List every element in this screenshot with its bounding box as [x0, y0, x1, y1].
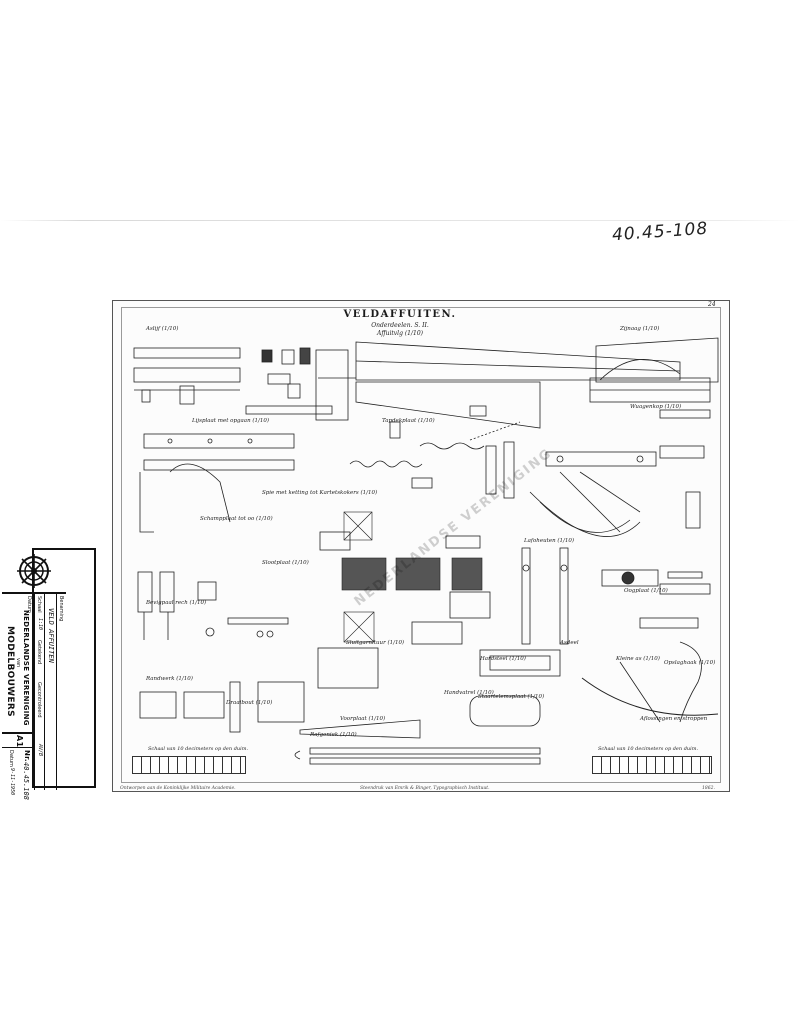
footer-center: Steendruk van Emrik & Binger, Typographi…	[360, 786, 490, 791]
ship-wheel-icon	[17, 554, 51, 588]
nr-value: 40.45.108	[22, 762, 30, 800]
scale-bar-left	[132, 756, 246, 774]
handwritten-archive-number: 40.45-108	[611, 218, 709, 246]
label-kleine-as: Kleine as (1/10)	[616, 656, 660, 662]
plate-title: VELDAFFUITEN.	[343, 309, 457, 320]
nr-label: Nr.	[23, 750, 31, 762]
plate-subtitle: Onderdeelen. S. II.	[371, 322, 429, 329]
trail-beam-side	[355, 381, 541, 429]
label-zijnaag: Zijnaag (1/10)	[620, 326, 660, 332]
date-value: 9-11-1950	[9, 768, 15, 796]
scale-caption-right: Schaal van 10 decimeters op den duim.	[598, 746, 699, 752]
vertical-rod-1	[521, 547, 531, 645]
label-rafgeniek: Rafgeniek (1/10)	[310, 732, 357, 738]
label-oogplaat: Oogplaat (1/10)	[624, 588, 668, 594]
handle-frame	[479, 649, 561, 677]
axle-sleeve-side	[133, 367, 241, 383]
drawing-name: VELD AFFUITEN	[47, 608, 55, 663]
org-line-1: NEDERLANDSE VERENIGING	[22, 610, 30, 726]
long-bar-2	[309, 757, 541, 765]
plate-subtitle-2: Affuitvlg (1/10)	[377, 330, 423, 337]
plate-number: 24	[708, 301, 716, 308]
label-opslaghaak: Opslaghaak (1/10)	[664, 660, 716, 666]
label-aflossingen: Aflossingen en stroppen	[640, 716, 708, 722]
hatched-block-1	[343, 511, 373, 541]
label-lafoheuten: Lafoheuten (1/10)	[524, 538, 575, 544]
label-lijsplaat: Lijsplaat met opgaan (1/10)	[192, 418, 270, 424]
label-wuagenkop: Wuagenkop (1/10)	[630, 404, 682, 410]
row-fields: Schaal 1:10 Getekend Gecontroleerd AV/B	[34, 594, 44, 790]
date-label: Datum	[8, 750, 14, 767]
sheet-inner-border	[121, 307, 721, 783]
footer-left: Ontworpen aan de Koninklijke Militaire A…	[120, 786, 236, 791]
scale-caption-left: Schaal van 10 decimeters op den duim.	[148, 746, 249, 752]
label-voorplaat: Voorplaat (1/10)	[340, 716, 386, 722]
size-value: A1	[15, 735, 24, 748]
value-extra: AV/B	[37, 744, 43, 757]
benaming-label: Benaming	[58, 596, 64, 622]
chain	[349, 460, 423, 468]
footer-right: 1862.	[702, 786, 715, 791]
org-line-2: van	[15, 658, 21, 668]
field-gecontroleerd: Gecontroleerd	[36, 682, 42, 718]
row-org: Datum NEDERLANDSE VERENIGING van MODELBO…	[2, 594, 34, 800]
label-sluitgarnituur: Sluitgarnituur (1/10)	[346, 640, 405, 646]
label-handvatrel: Handvatrel (1/10)	[444, 690, 494, 696]
label-slootplaat: Slootplaat (1/10)	[262, 560, 309, 566]
label-bevigpaal: Bevigpaal rech (1/10)	[146, 600, 207, 606]
label-staartelemsplaat: Staartelemsplaat (1/10)	[478, 694, 545, 700]
arc-opslaghaak	[581, 677, 719, 716]
org-box: Datum NEDERLANDSE VERENIGING van MODELBO…	[2, 594, 34, 734]
scan-edge-line	[0, 220, 800, 221]
label-aslijf: Aslijf (1/10)	[146, 326, 179, 332]
title-block-stamp: Benaming VELD AFFUITEN Schaal 1:10 Getek…	[2, 548, 96, 800]
long-bar-1	[309, 747, 541, 755]
value-schaal: 1:10	[37, 618, 43, 631]
title-block-content: Benaming VELD AFFUITEN Schaal 1:10 Getek…	[2, 550, 66, 800]
label-randwerk: Randwerk (1/10)	[146, 676, 193, 682]
field-getekend: Getekend	[36, 640, 42, 665]
label-hardsteel: Hardsteel (1/10)	[480, 656, 526, 662]
label-tapdekplaat: Tapdekplaat (1/10)	[382, 418, 435, 424]
trail-beam-top	[355, 341, 681, 381]
carriage-side	[595, 337, 719, 383]
label-spie-ketting: Spie met ketting tot Kartetskokers (1/10…	[262, 490, 378, 496]
bolt-assembly	[317, 647, 379, 689]
arc-lafoheuten	[529, 491, 641, 537]
label-draaibout: Draaibout (1/10)	[226, 700, 273, 706]
label-asdeel: Asdeel	[560, 640, 579, 646]
lijsplaat	[143, 433, 295, 449]
hatched-block-2	[343, 611, 375, 643]
row-name: VELD AFFUITEN	[44, 594, 56, 790]
vertical-rod-2	[559, 547, 569, 645]
ship-wheel-logo	[2, 550, 66, 594]
axle-sleeve-top	[133, 347, 241, 359]
nr-box: Nr. 40.45.108 Datum 9-11-1950	[2, 748, 34, 800]
label-schampplaat: Schampplaat tot oo (1/10)	[200, 516, 273, 522]
technical-drawing	[133, 337, 719, 765]
row-benaming: Benaming	[56, 594, 66, 790]
size-box: A1	[2, 734, 34, 748]
field-schaal: Schaal	[36, 596, 42, 613]
hook-bar	[545, 451, 657, 467]
org-line-3: MODELBOUWERS	[5, 626, 15, 717]
title-block-fields: Benaming VELD AFFUITEN Schaal 1:10 Getek…	[2, 594, 66, 800]
scale-bar-right	[592, 756, 712, 774]
